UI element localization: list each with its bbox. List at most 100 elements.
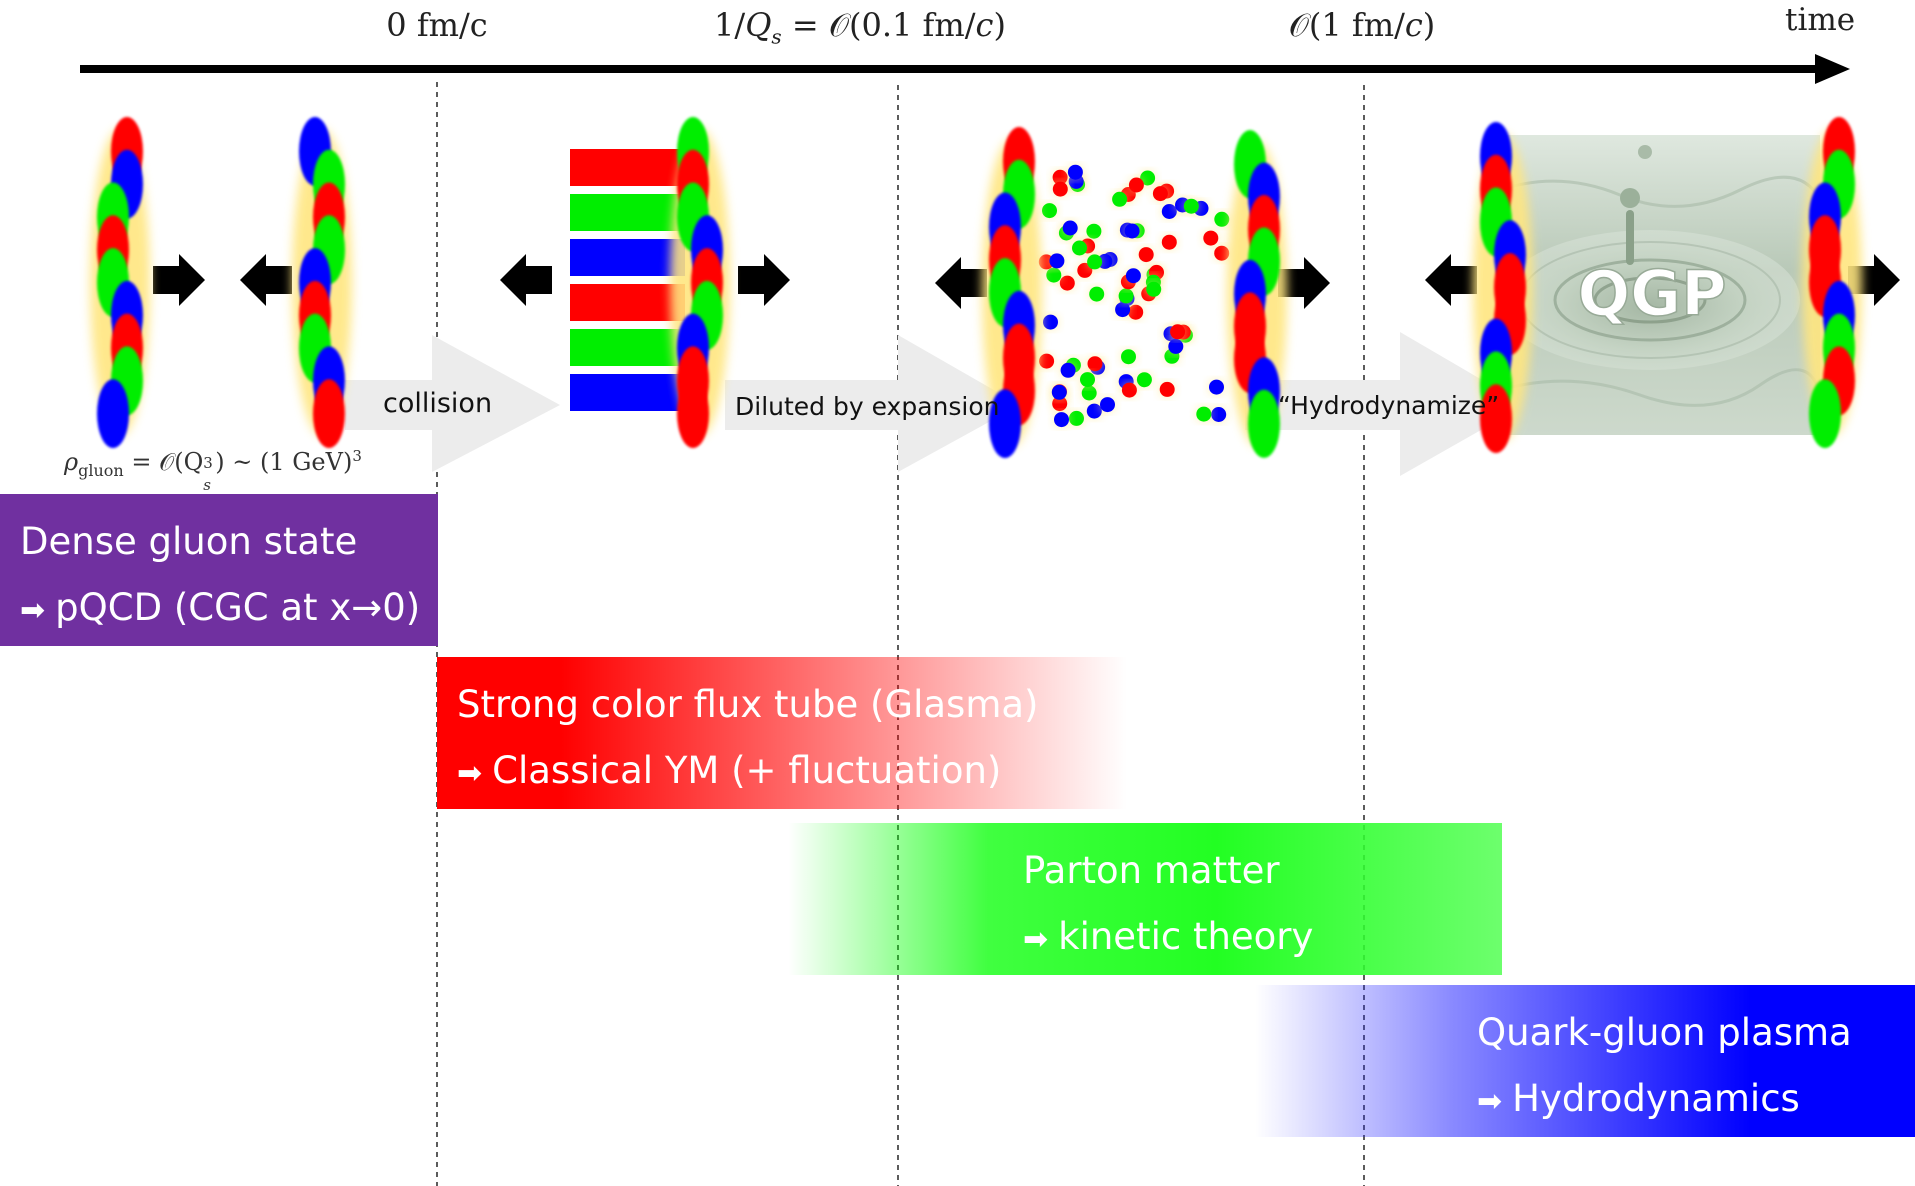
parton xyxy=(1115,302,1131,318)
parton xyxy=(1087,254,1103,270)
band-parton-title: Parton matter xyxy=(1023,849,1280,892)
parton xyxy=(1168,338,1184,354)
collision-label: collision xyxy=(383,388,493,419)
parton xyxy=(1125,268,1141,284)
left-arrow-icon xyxy=(500,254,552,306)
band-glasma-method: ➡Classical YM (+ fluctuation) xyxy=(457,749,1002,792)
parton xyxy=(1140,170,1156,186)
parton xyxy=(1081,385,1097,401)
nucleon xyxy=(1809,379,1841,449)
right-arrow-icon xyxy=(1278,257,1330,309)
time-axis xyxy=(80,54,1850,84)
parton xyxy=(1049,253,1065,269)
parton xyxy=(1054,412,1069,428)
nucleus xyxy=(1802,116,1862,449)
parton xyxy=(1118,288,1134,304)
nucleus xyxy=(1227,130,1287,458)
parton xyxy=(1159,381,1175,397)
parton xyxy=(1059,275,1075,291)
diluted-label: Diluted by expansion xyxy=(735,392,1000,421)
parton xyxy=(1052,396,1068,412)
parton xyxy=(1161,204,1177,219)
parton xyxy=(1121,349,1136,365)
parton xyxy=(1128,177,1144,193)
flux-tubes xyxy=(570,149,685,411)
nucleus xyxy=(1473,121,1533,454)
parton xyxy=(1043,314,1058,330)
nucleon xyxy=(677,379,709,449)
band-parton-method: ➡kinetic theory xyxy=(1023,915,1314,958)
nuclei xyxy=(90,116,1862,459)
right-arrow-icon: ➡ xyxy=(1477,1084,1503,1119)
nucleus xyxy=(90,116,150,449)
parton xyxy=(1067,164,1083,180)
hydrodynamize-stage-arrow xyxy=(1245,332,1525,476)
parton xyxy=(1042,203,1057,219)
parton xyxy=(1046,267,1062,283)
qgp-label: QGP xyxy=(1577,257,1726,330)
band-parton-matter: Parton matter ➡kinetic theory xyxy=(788,823,1502,975)
parton xyxy=(1100,397,1115,413)
tick-1fm: 𝒪(1 fm/c) xyxy=(1288,6,1436,44)
expansion-stage-arrow xyxy=(725,335,1020,472)
parton xyxy=(1128,304,1144,320)
stage-arrows xyxy=(345,332,1525,476)
tick-0fm: 0 fm/c xyxy=(386,6,488,44)
parton xyxy=(1052,181,1068,197)
parton xyxy=(1039,353,1055,369)
parton xyxy=(1209,379,1224,395)
nucleus xyxy=(670,116,730,449)
nucleon xyxy=(1480,384,1512,454)
motion-arrows xyxy=(153,254,1900,309)
band-qgp-title: Quark-gluon plasma xyxy=(1477,1011,1852,1054)
time-axis-label: time xyxy=(1785,2,1856,38)
parton xyxy=(1136,372,1152,388)
right-arrow-icon: ➡ xyxy=(20,593,46,628)
right-arrow-icon xyxy=(738,254,790,306)
band-glasma-title: Strong color flux tube (Glasma) xyxy=(457,683,1039,726)
right-arrow-icon: ➡ xyxy=(1023,922,1049,957)
parton xyxy=(1069,410,1084,426)
nucleus xyxy=(982,126,1042,459)
parton xyxy=(1052,169,1068,185)
parton xyxy=(1183,198,1199,214)
hydrodynamize-label: “Hydrodynamize” xyxy=(1278,391,1500,420)
right-arrow-icon xyxy=(153,254,205,306)
parton xyxy=(1146,281,1162,297)
nucleon xyxy=(97,379,129,449)
tick-inverse-qs: 1/Qs = 𝒪(0.1 fm/c) xyxy=(714,6,1006,49)
parton xyxy=(1211,407,1227,422)
parton xyxy=(1072,240,1087,256)
qgp-water xyxy=(1499,135,1822,435)
parton xyxy=(1152,186,1168,202)
parton xyxy=(1089,286,1105,302)
parton xyxy=(1161,234,1177,250)
band-dense-method: ➡pQCD (CGC at x→0) xyxy=(20,586,421,629)
parton xyxy=(1060,362,1076,378)
band-glasma: Strong color flux tube (Glasma) ➡Classic… xyxy=(437,657,1127,809)
right-arrow-icon: ➡ xyxy=(457,756,483,791)
nucleus xyxy=(292,116,352,449)
nucleon xyxy=(989,389,1021,459)
parton-particles xyxy=(1038,164,1230,428)
parton xyxy=(1051,384,1067,400)
nucleon xyxy=(1248,389,1280,458)
parton xyxy=(1124,223,1140,239)
collision-stage-arrow xyxy=(345,335,560,472)
band-dense-title: Dense gluon state xyxy=(20,520,358,563)
parton xyxy=(1170,324,1186,340)
band-dense-gluon: Dense gluon state ➡pQCD (CGC at x→0) xyxy=(0,494,438,646)
left-arrow-icon xyxy=(1425,254,1477,306)
parton xyxy=(1087,356,1103,372)
parton xyxy=(1080,372,1095,388)
left-arrow-icon xyxy=(935,257,987,309)
parton xyxy=(1214,211,1230,227)
parton xyxy=(1077,262,1093,278)
parton xyxy=(1112,191,1128,207)
band-quark-gluon-plasma: Quark-gluon plasma ➡Hydrodynamics xyxy=(1255,985,1915,1137)
left-arrow-icon xyxy=(240,254,292,306)
parton xyxy=(1121,382,1137,398)
